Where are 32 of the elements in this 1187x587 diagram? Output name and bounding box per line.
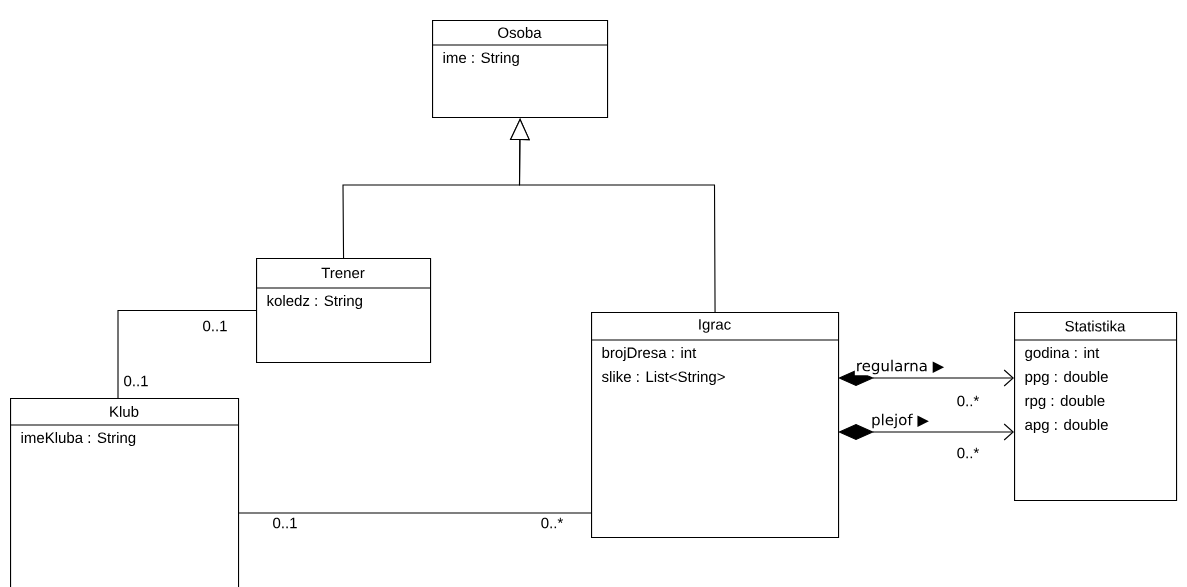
multiplicity-label: 0..1 [124, 375, 148, 387]
edge-label: regularna ▶ [857, 359, 945, 375]
class-name: Statistika [1065, 320, 1126, 332]
multiplicity-label: 0..* [957, 395, 980, 407]
composition-arrow [838, 369, 1014, 387]
edge-label: plejof ▶ [872, 413, 929, 429]
attribute-text: ppg : double [1025, 371, 1108, 385]
generalization-arrow [509, 118, 716, 313]
class-box [9, 398, 240, 587]
attribute-text: koledz : String [267, 295, 362, 309]
multiplicity-label: 0..1 [273, 517, 297, 529]
class-name: Trener [321, 267, 365, 279]
attribute-text: godina : int [1025, 347, 1100, 361]
attribute-text: rpg : double [1025, 395, 1105, 409]
composition-arrow [838, 423, 1014, 441]
association-line [117, 310, 257, 399]
class-name: Igrac [699, 319, 731, 333]
class-box [590, 312, 840, 539]
class-box [255, 258, 432, 364]
multiplicity-label: 0..1 [203, 320, 227, 332]
attribute-text: brojDresa : int [602, 347, 697, 361]
association-line [237, 512, 592, 514]
class-box [431, 20, 609, 119]
class-name: Osoba [498, 27, 542, 38]
multiplicity-label: 0..* [957, 447, 980, 459]
attribute-text: slike : List<String> [602, 371, 725, 385]
attribute-text: apg : double [1025, 419, 1108, 433]
attribute-text: ime : String [443, 52, 519, 66]
attribute-text: imeKluba : String [21, 432, 136, 446]
class-box [1013, 312, 1178, 502]
class-name: Klub [110, 406, 139, 417]
multiplicity-label: 0..* [541, 517, 564, 529]
